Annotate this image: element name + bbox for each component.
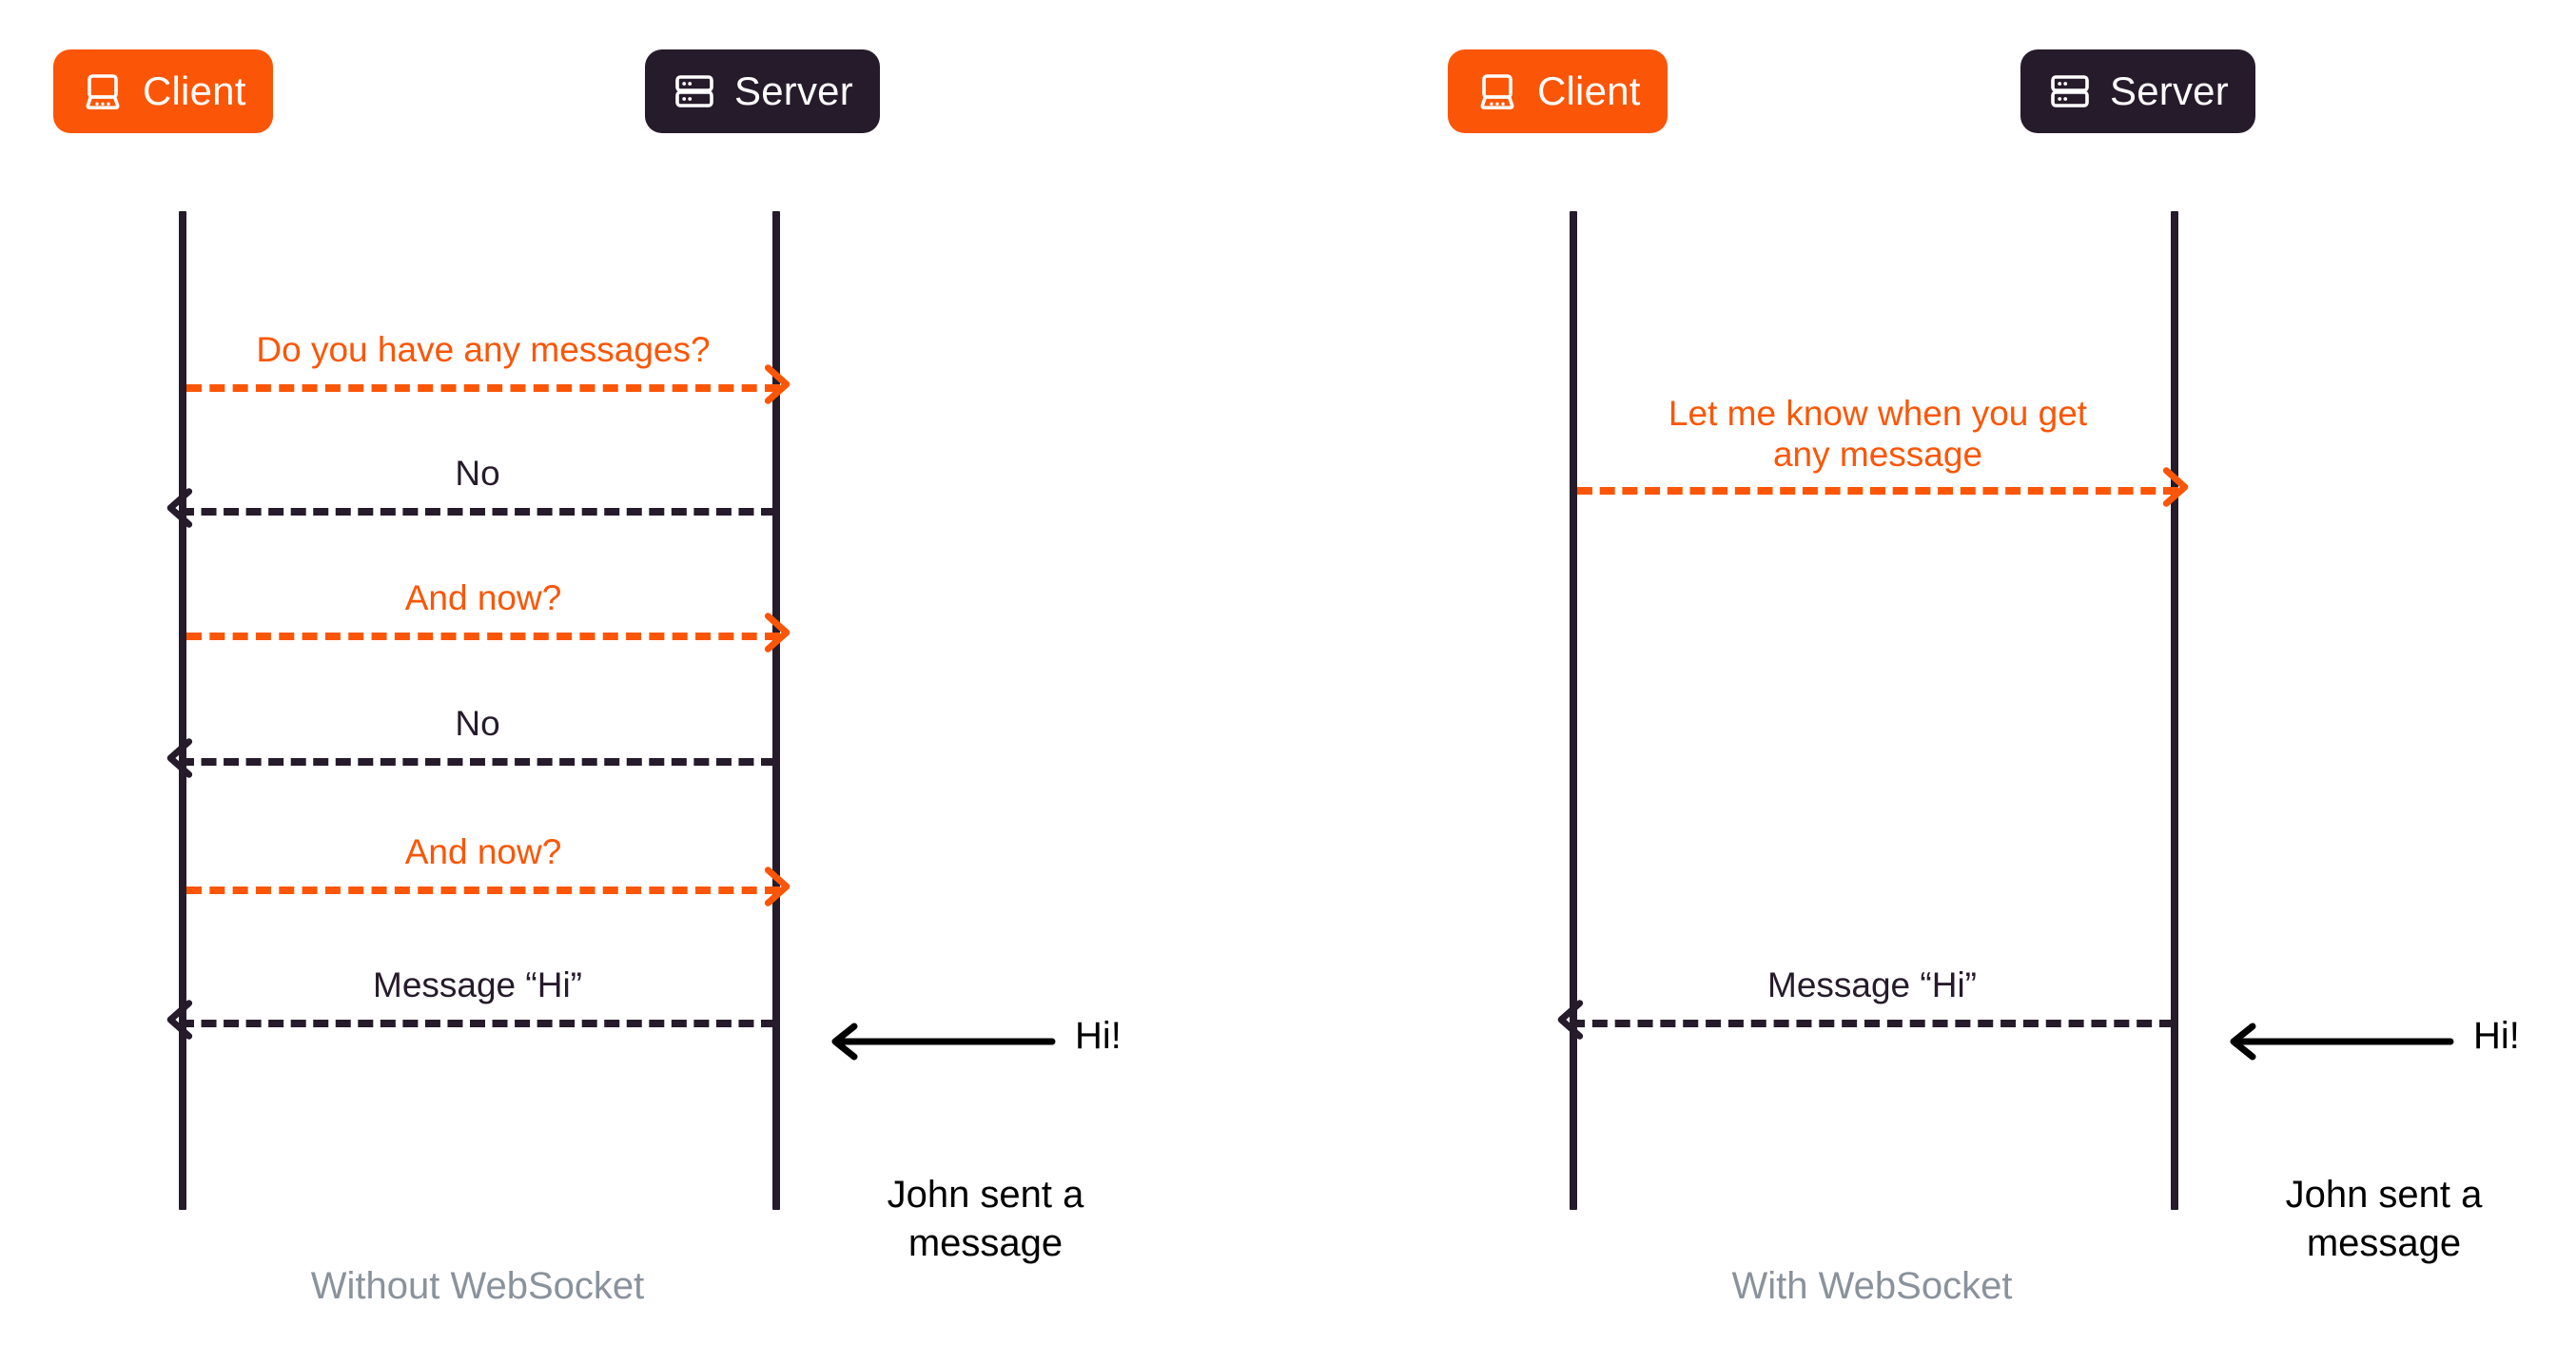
arrow-head-left-icon (1557, 1000, 1584, 1040)
external-note-right: John sent a message (2222, 1122, 2546, 1269)
lifeline-server-right (2171, 211, 2178, 1210)
message-line (1570, 1020, 2175, 1027)
panel-caption-with-websocket: With WebSocket (1570, 1265, 2175, 1308)
message-line (186, 384, 780, 392)
message-line (1577, 487, 2178, 495)
arrow-head-right-icon (764, 364, 790, 404)
panel-caption-text: With WebSocket (1731, 1265, 2013, 1307)
arrow-head-right-icon (764, 867, 790, 906)
message-label: And now? (404, 832, 562, 872)
lifeline-client-left (179, 211, 186, 1210)
external-arrow-label: Hi! (2473, 1015, 2520, 1057)
panel-caption-text: Without WebSocket (310, 1265, 645, 1307)
external-arrow-label: Hi! (1075, 1015, 1122, 1057)
message-label: No (455, 704, 500, 744)
arrow-head-right-icon (764, 613, 790, 653)
message-label: Let me know when you get any message (1668, 393, 2088, 475)
external-note-left: John sent a message (824, 1122, 1147, 1269)
message-label: Message “Hi” (373, 965, 582, 1005)
actor-badge-server-left[interactable]: Server (645, 49, 880, 133)
server-rack-icon (672, 68, 717, 114)
actor-label: Server (734, 68, 853, 113)
actor-label: Server (2110, 68, 2229, 113)
arrow-head-left-icon (166, 738, 193, 778)
external-note-text: John sent a message (2285, 1174, 2483, 1265)
message-line (186, 887, 780, 894)
message-line (179, 508, 776, 516)
server-rack-icon (2047, 68, 2093, 114)
arrow-head-left-icon (166, 488, 193, 528)
panel-caption-without-websocket: Without WebSocket (179, 1265, 776, 1308)
actor-badge-server-right[interactable]: Server (2020, 49, 2255, 133)
message-line (186, 633, 780, 640)
actor-label: Client (1537, 68, 1641, 113)
arrow-head-left-icon (166, 1000, 193, 1040)
laptop-icon (80, 68, 126, 114)
external-note-text: John sent a message (887, 1174, 1084, 1265)
message-line (179, 1020, 776, 1027)
message-label: And now? (404, 578, 562, 618)
lifeline-server-left (772, 211, 780, 1210)
actor-badge-client-right[interactable]: Client (1448, 49, 1668, 133)
message-label: Message “Hi” (1767, 965, 1977, 1005)
arrow-head-right-icon (2162, 467, 2189, 507)
laptop-icon (1474, 68, 1520, 114)
message-line (179, 758, 776, 766)
message-label: No (455, 454, 500, 494)
actor-badge-client-left[interactable]: Client (53, 49, 273, 133)
actor-label: Client (143, 68, 246, 113)
arrow-left-icon (2230, 1023, 2454, 1061)
message-label: Do you have any messages? (256, 330, 711, 370)
lifeline-client-right (1570, 211, 1577, 1210)
arrow-left-icon (831, 1023, 1056, 1061)
